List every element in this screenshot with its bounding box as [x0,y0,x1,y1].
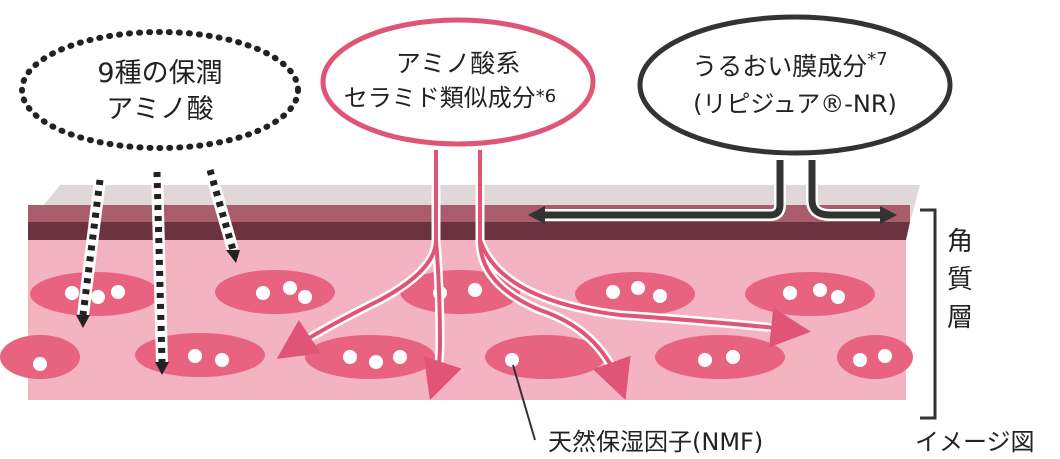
bubble-film-line1: うるおい膜成分*7 [692,49,887,81]
cell [485,335,605,379]
cell [655,335,785,379]
layer-bracket: 角 質 層 [920,208,973,420]
bubble-amino-line2: アミノ酸 [106,94,213,125]
cell [305,335,435,379]
bubble-amino-line1: 9種の保潤 [97,58,222,89]
ceramide-note: *6 [536,86,556,107]
surface-layer [28,222,910,240]
bubble-ceramide-line2: セラミド類似成分*6 [344,84,556,112]
dotted-arrow [76,179,106,328]
bubble-film-line2: (リピジュア®-NR) [693,90,897,118]
film-spread-arrows [528,160,897,224]
layer-char-2: 質 [947,265,973,295]
bubble-ceramide-line1: アミノ酸系 [396,49,521,78]
cell [837,335,913,379]
cell [215,270,335,314]
amino-penetration-arrows [76,168,240,375]
layer-char-1: 角 [947,227,973,257]
bubble-film: うるおい膜成分*7 (リピジュア®-NR) [637,14,953,156]
layer-char-3: 層 [947,303,973,333]
image-note: イメージ図 [915,428,1035,456]
nmf-pointer-line [512,364,536,441]
ceramide-flow-arrows-inner [276,150,811,401]
film-name: うるおい膜成分 [692,52,867,81]
ceramide-name: セラミド類似成分 [344,84,536,112]
film-note: *7 [867,49,887,70]
dotted-arrow [204,168,240,263]
cell [745,272,875,316]
dotted-arrow [151,171,169,375]
nmf-label: 天然保湿因子(NMF) [548,428,763,456]
bubble-ceramide: アミノ酸系 セラミド類似成分*6 [320,17,596,147]
bubble-amino-acids: 9種の保潤 アミノ酸 [19,29,301,151]
